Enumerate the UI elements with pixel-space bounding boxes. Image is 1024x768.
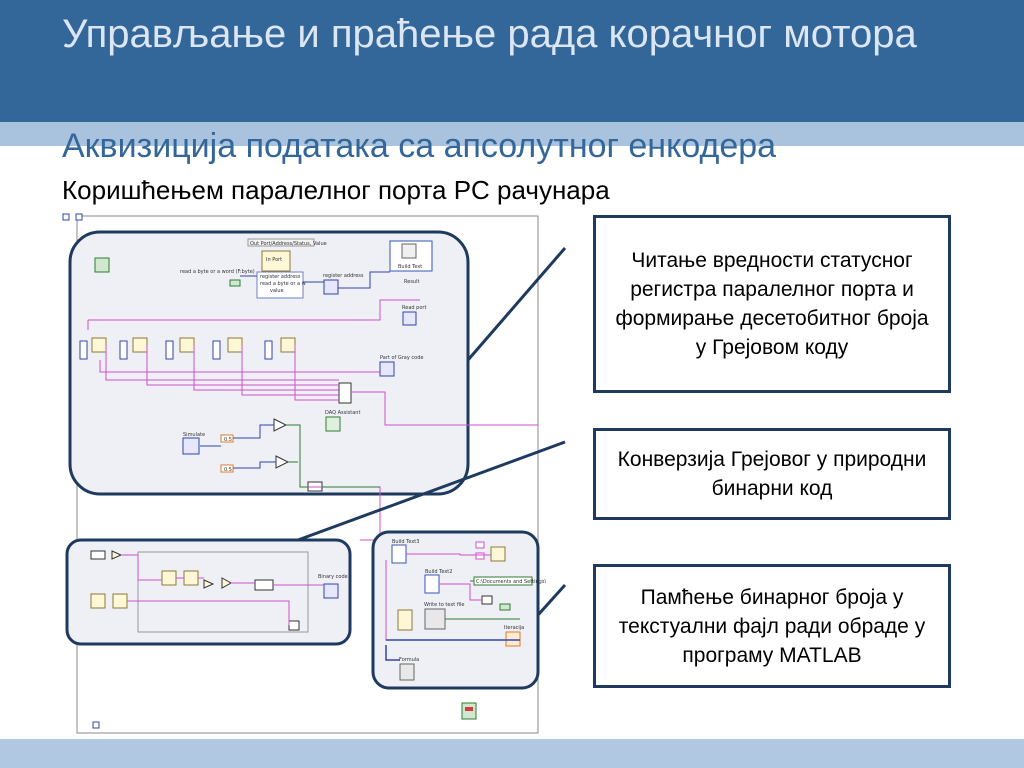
read-port-indicator — [402, 311, 417, 326]
build-text3-node — [391, 544, 407, 564]
binary-code-indicator — [323, 583, 339, 599]
read-word-label: read a byte or a word (F:byte) — [180, 269, 255, 275]
file-path-label: C:\Documents and Settings\ — [476, 579, 546, 585]
wires-file-blue — [385, 639, 520, 661]
loop-count-icon — [75, 213, 83, 221]
read-byte-label: read a byte or a w — [260, 281, 306, 287]
callout-save-file-text: Памћење бинарног броја у текстуални фајл… — [618, 585, 926, 667]
slide-subtitle: Аквизиција података са апсолутног енкоде… — [62, 127, 777, 165]
array-node — [90, 550, 106, 560]
callout-read-port: Читање вредности статусног регистра пара… — [593, 215, 951, 393]
index-node — [254, 579, 274, 591]
wires-loop — [121, 554, 324, 625]
shift-register-node — [288, 620, 300, 631]
bit-const-2 — [119, 340, 128, 360]
daq-assistant-label: DAQ Assistant — [325, 410, 360, 416]
value-label: value — [270, 288, 284, 294]
connector-line-3 — [536, 583, 567, 617]
binary-node-1 — [90, 593, 106, 609]
register-cluster — [256, 271, 304, 299]
const-05a: 0.5 — [224, 437, 232, 443]
xor-node-2 — [183, 570, 199, 586]
case-node — [397, 609, 413, 631]
stop-icon-1 — [94, 257, 110, 273]
write-file-label: Write to text file — [424, 602, 464, 608]
append-const — [499, 603, 511, 611]
wires-file-green — [445, 580, 520, 620]
write-file-node — [424, 608, 446, 630]
group-write-file — [371, 530, 540, 690]
bit-node-1 — [91, 337, 107, 353]
for-loop-frame — [137, 551, 309, 633]
header-band — [0, 0, 1024, 122]
header-stripe — [0, 122, 1024, 146]
callout-gray-conversion-text: Конверзија Грејовог у природни бинарни к… — [617, 448, 927, 500]
bit-node-5 — [280, 337, 296, 353]
out-port-header — [247, 238, 315, 247]
slide-title: Управљање и праћење рада корачног мотора — [62, 12, 917, 56]
loop-terminal-icon — [62, 213, 70, 221]
add-node — [221, 577, 233, 589]
formula-label: Formula — [399, 657, 419, 663]
build-text2-node — [424, 574, 440, 594]
build-text2-label: Build Text2 — [425, 569, 452, 575]
part-gray-label: Part of Gray code — [380, 355, 423, 361]
out-port-label: Out Port/Address/Status, Value — [250, 241, 327, 247]
stop-indicator-icon — [465, 707, 473, 711]
simulate-icon — [182, 437, 200, 455]
concat-node — [490, 546, 506, 562]
register-address-label: register address — [260, 274, 301, 280]
wires-green — [286, 424, 380, 488]
connector-line-1 — [466, 247, 567, 361]
register-address-node — [323, 279, 339, 295]
callout-read-port-text: Читање вредности статусног регистра пара… — [615, 249, 929, 359]
iteracija-indicator — [505, 631, 521, 647]
in-port-node — [261, 250, 291, 272]
iteration-terminal-icon — [92, 721, 100, 729]
build-text3-label: Build Text3 — [392, 539, 419, 545]
bit-node-3 — [179, 337, 195, 353]
bool-const-icon — [229, 279, 241, 287]
footer-band — [0, 739, 1024, 768]
const-05b: 0.5 — [224, 467, 232, 473]
read-port-label: Read port — [402, 305, 426, 311]
build-text-label: Build Text — [398, 264, 422, 270]
bit-node-2 — [132, 337, 148, 353]
bit-node-4 — [227, 337, 243, 353]
binary-code-label: Binary code — [318, 574, 348, 580]
callout-gray-conversion: Конверзија Грејовог у природни бинарни к… — [593, 428, 951, 520]
string-const-1 — [475, 541, 485, 549]
callout-save-file: Памћење бинарног броја у текстуални фајл… — [593, 564, 951, 688]
wires-blue — [200, 271, 390, 469]
bit-const-3 — [165, 340, 174, 360]
build-text-icon — [401, 243, 417, 259]
slide-subtitle-secondary: Коришћењем паралелног порта PC рачунара — [62, 175, 610, 205]
in-port-label: In Port — [266, 257, 282, 263]
result-label: Result — [404, 279, 419, 285]
register-address2-label: register address — [323, 273, 364, 279]
shift-node — [203, 579, 215, 589]
daq-assistant-icon — [325, 416, 341, 432]
open-file-node — [481, 595, 493, 605]
iteracija-label: Iteracija — [504, 625, 524, 631]
binary-node-2 — [112, 593, 128, 609]
group-read-port — [68, 230, 470, 496]
xor-node-1 — [161, 570, 177, 586]
bit-const-5 — [264, 340, 273, 360]
connector-line-2 — [297, 440, 566, 542]
formula-node — [399, 663, 415, 681]
gray-code-indicator — [379, 361, 395, 377]
build-array-node — [338, 382, 352, 404]
gt-node — [111, 550, 123, 560]
bit-const-1 — [79, 340, 88, 360]
bit-const-4 — [212, 340, 221, 360]
simulate-label: Simulate — [183, 432, 205, 438]
string-const-2 — [475, 552, 485, 560]
